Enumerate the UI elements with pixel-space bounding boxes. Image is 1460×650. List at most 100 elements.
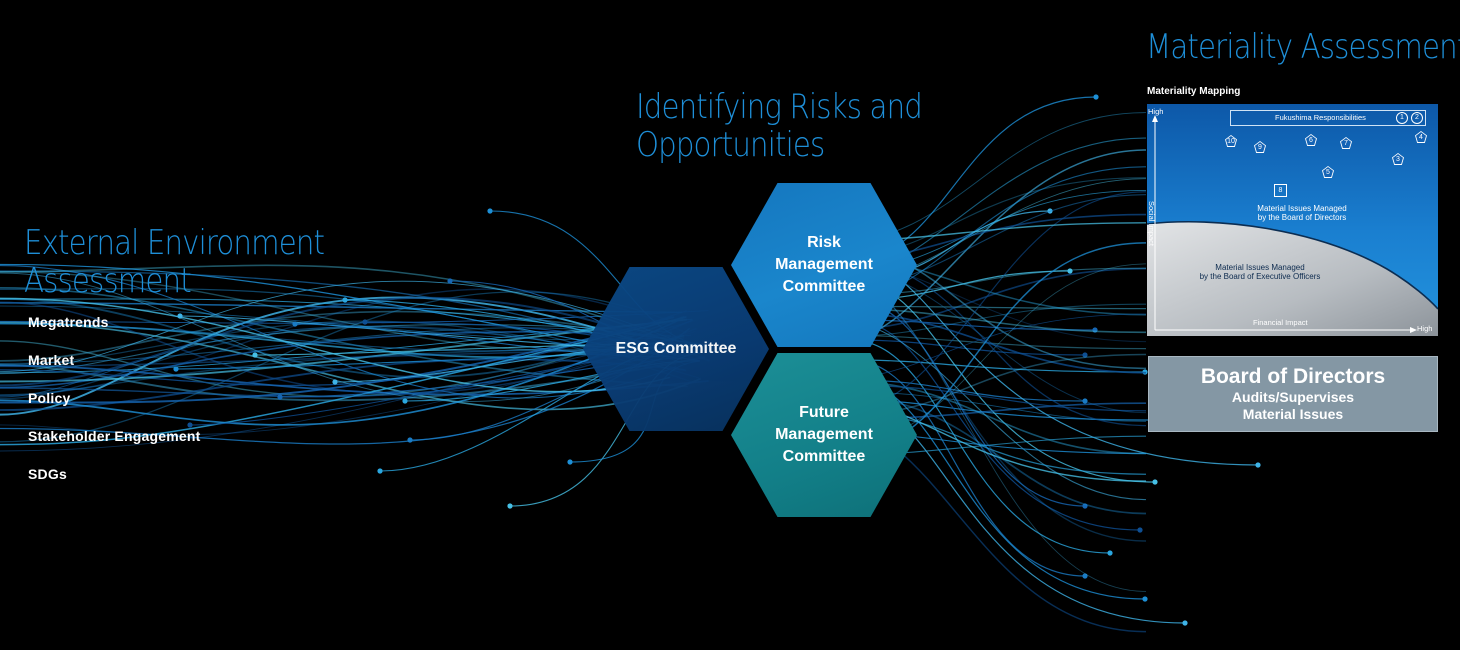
lower-region-label: Material Issues Managed by the Board of …	[1199, 263, 1321, 281]
flow-line-dot	[332, 379, 338, 385]
marker-3: 3	[1392, 153, 1404, 165]
board-title: Board of Directors	[1200, 365, 1386, 388]
materiality-mapping-title: Materiality Mapping	[1147, 86, 1241, 97]
y-axis-label: Social Impact	[1147, 200, 1157, 247]
list-item-megatrends: Megatrends	[28, 314, 109, 330]
flow-line	[849, 359, 1086, 577]
flow-line	[0, 310, 704, 362]
flow-line-dot	[1047, 208, 1053, 214]
board-subtitle-line-1: Audits/Supervises	[1231, 389, 1355, 405]
identifying-risks-heading: Identifying Risks and Opportunities	[636, 87, 923, 165]
flow-line-dot	[487, 208, 493, 214]
flow-line	[849, 339, 1086, 356]
flow-line-dot	[1067, 268, 1073, 274]
marker-5: 5	[1322, 166, 1334, 178]
board-of-directors-box: Board of Directors Audits/Supervises Mat…	[1148, 356, 1438, 432]
flow-line-dot	[187, 422, 193, 428]
flow-line	[0, 297, 671, 393]
flow-line	[0, 296, 710, 387]
flow-line	[0, 347, 677, 368]
x-axis-high-label: High	[1417, 324, 1433, 333]
flow-line-dot	[567, 459, 573, 465]
flow-line	[849, 319, 1141, 531]
marker-7: 7	[1340, 137, 1352, 149]
flow-line-dot	[342, 297, 348, 303]
esg-committee-hexagon: ESG Committee	[583, 267, 769, 431]
flow-line-dot	[252, 352, 258, 358]
flow-line-dot	[1082, 573, 1088, 579]
flow-line	[0, 280, 681, 372]
flow-line-dot	[1082, 503, 1088, 509]
flow-line	[0, 330, 696, 436]
flow-line	[0, 263, 683, 360]
flow-line-dot	[1182, 620, 1188, 626]
flow-line-dot	[507, 503, 513, 509]
flow-line	[0, 316, 675, 404]
flow-line-dot	[292, 321, 298, 327]
flow-line-dot	[1107, 550, 1113, 556]
flow-line-dot	[447, 278, 453, 284]
list-item-stakeholder-engagement: Stakeholder Engagement	[28, 428, 201, 444]
flow-line-dot	[1092, 327, 1098, 333]
esg-committee-label: ESG Committee	[615, 340, 737, 357]
list-item-market: Market	[28, 352, 75, 368]
marker-10: 10	[1225, 135, 1237, 147]
materiality-map: High Social Impact Financial Impact High…	[1147, 104, 1438, 336]
marker-2: 2	[1411, 112, 1423, 124]
flow-line-dot	[177, 313, 183, 319]
flow-line-dot	[1255, 462, 1261, 468]
flow-line	[0, 272, 681, 402]
upper-region-label: Material Issues Managed by the Board of …	[1257, 204, 1347, 222]
flow-line-dot	[1137, 527, 1143, 533]
future-management-committee-hexagon: Future Management Committee	[731, 353, 917, 517]
flow-line	[0, 331, 672, 389]
flow-line-dot	[1142, 596, 1148, 602]
future-committee-label: Future Management Committee	[775, 404, 873, 465]
list-item-policy: Policy	[28, 390, 71, 406]
region-boundary-curve	[1147, 220, 1438, 310]
marker-1: 1	[1396, 112, 1408, 124]
flow-line-dot	[1082, 398, 1088, 404]
flow-line	[0, 321, 702, 411]
flow-line	[0, 316, 687, 446]
flow-line-dot	[1093, 94, 1099, 100]
materiality-map-graphics	[1147, 115, 1438, 336]
risk-committee-label: Risk Management Committee	[775, 234, 873, 295]
x-axis-label: Financial Impact	[1253, 318, 1308, 327]
marker-8: 8	[1274, 184, 1287, 197]
y-axis-high-label: High	[1148, 107, 1164, 116]
flow-line	[0, 326, 676, 398]
flow-line-dot	[377, 468, 383, 474]
flow-line	[849, 339, 1111, 554]
flow-line-dot	[1082, 352, 1088, 358]
flow-line	[0, 315, 685, 397]
flow-line	[849, 359, 1146, 373]
flow-line-dot	[1152, 479, 1158, 485]
flow-line	[0, 288, 700, 379]
flow-line	[0, 298, 710, 347]
flow-line-dot	[173, 366, 179, 372]
list-item-sdgs: SDGs	[28, 466, 67, 482]
x-axis-arrow	[1410, 327, 1417, 333]
flow-line	[0, 348, 697, 396]
marker-6: 6	[1305, 134, 1317, 146]
flow-line-dot	[402, 398, 408, 404]
board-subtitle-line-2: Material Issues	[1242, 406, 1344, 422]
flow-line	[0, 291, 676, 443]
y-axis-arrow	[1152, 115, 1158, 122]
flow-line	[0, 316, 686, 426]
flow-line	[0, 327, 691, 445]
flow-line	[0, 288, 687, 397]
flow-line	[0, 356, 706, 402]
lower-region-shape	[1147, 221, 1438, 336]
flow-line-dot	[407, 437, 413, 443]
flow-line	[0, 310, 687, 387]
marker-4: 4	[1415, 131, 1427, 143]
flow-line	[0, 325, 687, 400]
marker-9: 9	[1254, 141, 1266, 153]
external-environment-heading: External Environment Assessment	[24, 223, 325, 301]
flow-line-dot	[277, 394, 283, 400]
fukushima-responsibilities-label: Fukushima Responsibilities	[1275, 113, 1366, 122]
materiality-assessment-heading: Materiality Assessment	[1146, 27, 1460, 67]
flow-line-dot	[362, 319, 368, 325]
